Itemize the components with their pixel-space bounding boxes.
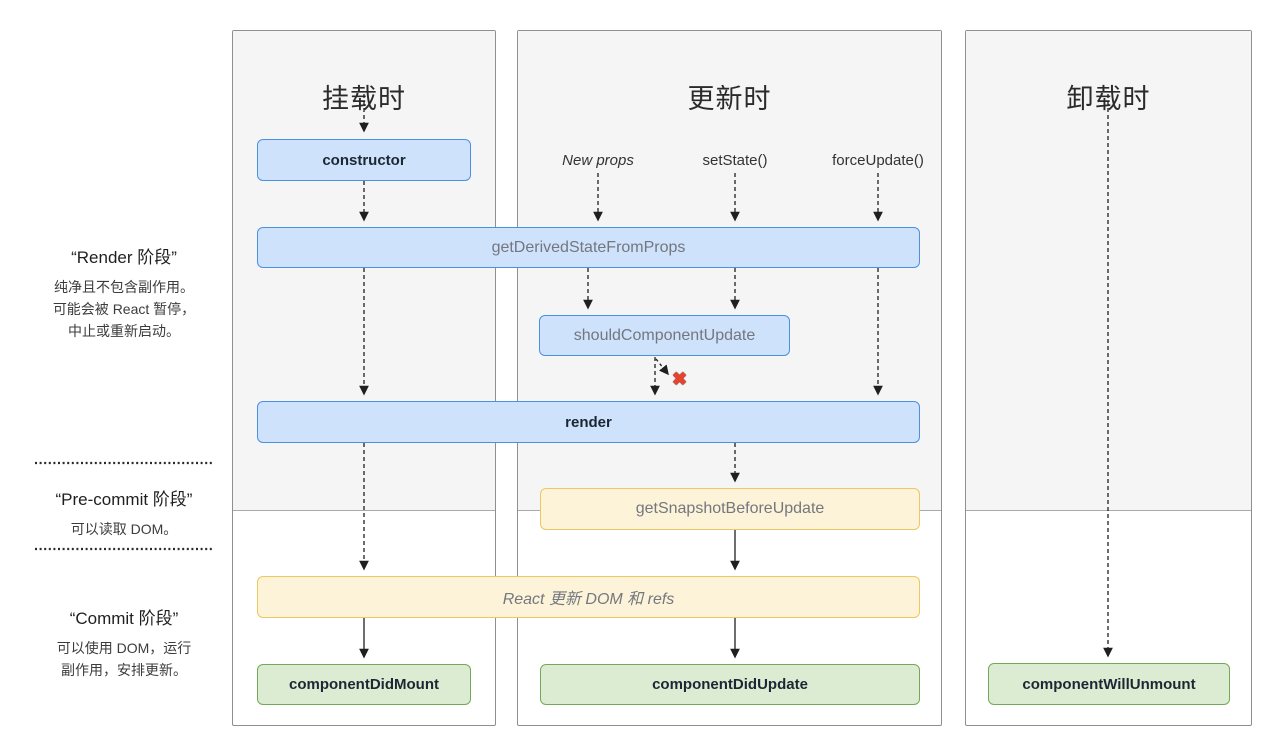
phase-note-precommit: “Pre-commit 阶段” 可以读取 DOM。 — [18, 485, 230, 540]
trigger-new-props: New props — [562, 152, 634, 169]
phase-commit-line: 副作用，安排更新。 — [61, 662, 187, 678]
phase-note-render: “Render 阶段” 纯净且不包含副作用。 可能会被 React 暂停， 中止… — [18, 243, 230, 342]
phase-commit-line: 可以使用 DOM，运行 — [56, 640, 192, 656]
box-should-component-update: shouldComponentUpdate — [539, 315, 790, 356]
box-constructor: constructor — [257, 139, 471, 181]
box-component-did-update: componentDidUpdate — [540, 664, 920, 705]
phase-render-line: 纯净且不包含副作用。 — [54, 279, 194, 295]
trigger-force-update: forceUpdate() — [832, 152, 924, 169]
phase-precommit-title: “Pre-commit 阶段” — [55, 490, 193, 509]
phase-commit-title: “Commit 阶段” — [69, 609, 179, 628]
phase-note-commit: “Commit 阶段” 可以使用 DOM，运行 副作用，安排更新。 — [18, 604, 230, 681]
skip-update-x-icon: ✖ — [672, 369, 688, 389]
box-component-will-unmount: componentWillUnmount — [988, 663, 1230, 705]
phase-precommit-line: 可以读取 DOM。 — [70, 521, 178, 537]
box-react-updates-dom: React 更新 DOM 和 refs — [257, 576, 920, 618]
phase-render-line: 可能会被 React 暂停， — [52, 301, 196, 317]
panel-updating-title: 更新时 — [687, 84, 772, 114]
box-render: render — [257, 401, 920, 443]
flow-arrow-scu-to-skip-x — [655, 358, 669, 376]
box-component-did-mount: componentDidMount — [257, 664, 471, 705]
phase-render-title: “Render 阶段” — [71, 248, 177, 267]
phase-render-line: 中止或重新启动。 — [68, 323, 180, 339]
box-get-snapshot-before-update: getSnapshotBeforeUpdate — [540, 488, 920, 530]
trigger-set-state: setState() — [702, 152, 768, 169]
box-get-derived-state-from-props: getDerivedStateFromProps — [257, 227, 920, 268]
